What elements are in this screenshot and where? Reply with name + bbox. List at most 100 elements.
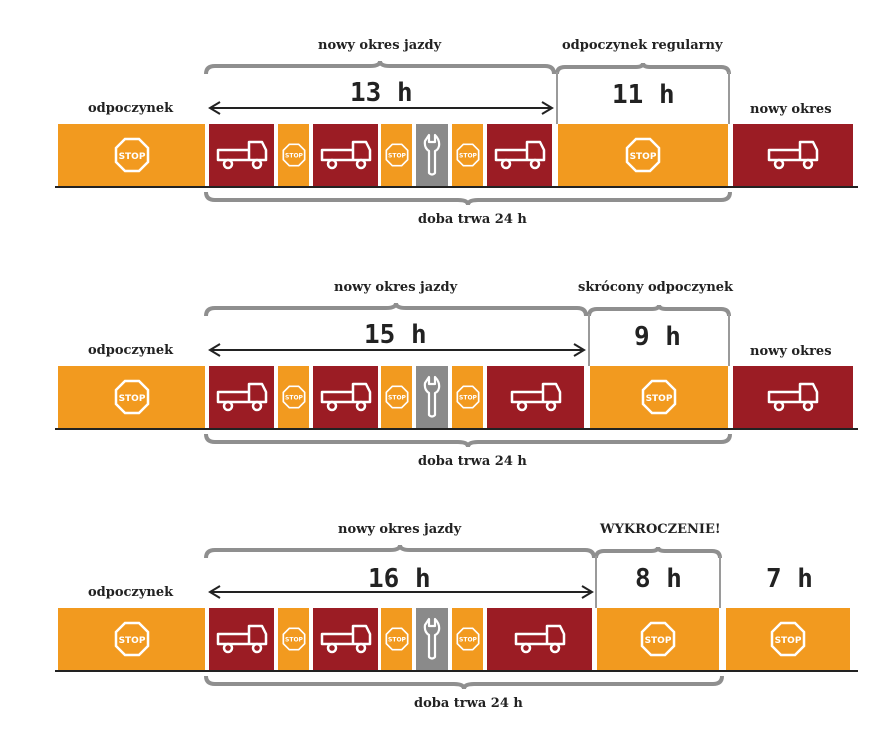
truck-icon bbox=[767, 140, 819, 170]
stop-sign-icon: STOP bbox=[282, 627, 305, 651]
truck-icon bbox=[767, 382, 819, 412]
other-work-block bbox=[416, 366, 448, 428]
other-work-block bbox=[416, 608, 448, 670]
rest-label: odpoczynek bbox=[88, 585, 174, 600]
driving-period-label: nowy okres jazdy bbox=[338, 522, 462, 537]
svg-text:STOP: STOP bbox=[285, 637, 304, 644]
driving-block bbox=[487, 608, 592, 670]
stop-sign-icon: STOP bbox=[282, 143, 305, 167]
bottom-brace-day bbox=[204, 433, 732, 448]
extra-rest-hours: 7 h bbox=[766, 564, 813, 594]
truck-icon bbox=[510, 382, 561, 412]
svg-text:STOP: STOP bbox=[459, 153, 478, 160]
top-brace-driving bbox=[204, 60, 556, 75]
rest-hours-frame bbox=[595, 556, 721, 608]
rest-block: STOP bbox=[381, 608, 412, 670]
truck-icon bbox=[494, 140, 545, 170]
rest-block: STOP bbox=[381, 124, 412, 186]
duration-arrow bbox=[208, 101, 554, 115]
svg-text:STOP: STOP bbox=[285, 395, 304, 402]
svg-text:STOP: STOP bbox=[285, 153, 304, 160]
duration-arrow bbox=[208, 585, 594, 599]
svg-text:STOP: STOP bbox=[388, 153, 407, 160]
stop-sign-icon: STOP bbox=[114, 379, 149, 415]
rest-block: STOP bbox=[452, 608, 483, 670]
bottom-brace-day bbox=[204, 191, 732, 206]
svg-text:STOP: STOP bbox=[118, 152, 145, 162]
top-brace-rest bbox=[587, 304, 731, 317]
regular-rest-label: odpoczynek regularny bbox=[562, 38, 723, 53]
driving-hours: 16 h bbox=[368, 564, 431, 594]
day-duration-label: doba trwa 24 h bbox=[418, 212, 527, 227]
driving-block bbox=[209, 366, 274, 428]
reduced-rest-block: STOP bbox=[590, 366, 728, 428]
rest-block: STOP bbox=[381, 366, 412, 428]
rest-block: STOP bbox=[278, 366, 309, 428]
driving-block bbox=[209, 608, 274, 670]
schedule-row-1: odpoczynek nowy okres jazdy odpoczynek r… bbox=[0, 0, 895, 240]
stop-sign-icon: STOP bbox=[282, 385, 305, 409]
timeline-baseline bbox=[55, 670, 858, 672]
timeline-baseline bbox=[55, 186, 858, 188]
stop-sign-icon: STOP bbox=[385, 143, 408, 167]
new-period-label: nowy okres bbox=[750, 102, 832, 117]
driving-period-label: nowy okres jazdy bbox=[334, 280, 458, 295]
rest-block: STOP bbox=[58, 366, 205, 428]
duration-arrow bbox=[208, 343, 586, 357]
regular-rest-block: STOP bbox=[558, 124, 728, 186]
truck-icon bbox=[320, 140, 371, 170]
timeline-baseline bbox=[55, 428, 858, 430]
svg-text:STOP: STOP bbox=[775, 636, 802, 646]
stop-sign-icon: STOP bbox=[770, 621, 806, 657]
schedule-row-2: odpoczynek nowy okres jazdy skrócony odp… bbox=[0, 242, 895, 482]
truck-icon bbox=[320, 382, 371, 412]
rest-block: STOP bbox=[452, 124, 483, 186]
driving-block bbox=[313, 608, 378, 670]
stop-sign-icon: STOP bbox=[385, 385, 408, 409]
day-duration-label: doba trwa 24 h bbox=[418, 454, 527, 469]
new-period-label: nowy okres bbox=[750, 344, 832, 359]
stop-sign-icon: STOP bbox=[456, 627, 479, 651]
rest-block: STOP bbox=[58, 608, 205, 670]
top-brace-rest bbox=[555, 62, 731, 75]
driving-block bbox=[487, 366, 584, 428]
rest-block: STOP bbox=[58, 124, 205, 186]
top-brace-driving bbox=[204, 302, 588, 317]
rest-label: odpoczynek bbox=[88, 343, 174, 358]
wrench-icon bbox=[423, 375, 441, 418]
truck-icon bbox=[216, 624, 267, 654]
rest-block: STOP bbox=[452, 366, 483, 428]
truck-icon bbox=[216, 140, 267, 170]
driving-period-label: nowy okres jazdy bbox=[318, 38, 442, 53]
svg-text:STOP: STOP bbox=[118, 394, 145, 404]
bottom-brace-day bbox=[204, 675, 724, 690]
driving-hours: 15 h bbox=[364, 320, 427, 350]
driving-block bbox=[313, 124, 378, 186]
extra-rest-block: STOP bbox=[726, 608, 850, 670]
stop-sign-icon: STOP bbox=[456, 143, 479, 167]
truck-icon bbox=[320, 624, 371, 654]
insufficient-rest-block: STOP bbox=[597, 608, 719, 670]
wrench-icon bbox=[423, 617, 441, 660]
stop-sign-icon: STOP bbox=[625, 137, 661, 173]
new-period-block bbox=[733, 366, 853, 428]
svg-text:STOP: STOP bbox=[459, 395, 478, 402]
rest-hours-frame bbox=[556, 72, 730, 124]
rest-hours-frame bbox=[588, 314, 730, 366]
stop-sign-icon: STOP bbox=[640, 621, 676, 657]
truck-icon bbox=[514, 624, 565, 654]
wrench-icon bbox=[423, 133, 441, 176]
stop-sign-icon: STOP bbox=[456, 385, 479, 409]
svg-text:STOP: STOP bbox=[388, 395, 407, 402]
driving-block bbox=[209, 124, 274, 186]
top-brace-driving bbox=[204, 544, 596, 559]
stop-sign-icon: STOP bbox=[114, 137, 149, 173]
svg-text:STOP: STOP bbox=[118, 636, 145, 646]
svg-text:STOP: STOP bbox=[645, 636, 672, 646]
day-duration-label: doba trwa 24 h bbox=[414, 696, 523, 711]
rest-hours: 9 h bbox=[634, 322, 681, 352]
stop-sign-icon: STOP bbox=[114, 621, 149, 657]
new-period-block bbox=[733, 124, 853, 186]
top-brace-rest bbox=[594, 546, 722, 559]
stop-sign-icon: STOP bbox=[641, 379, 677, 415]
